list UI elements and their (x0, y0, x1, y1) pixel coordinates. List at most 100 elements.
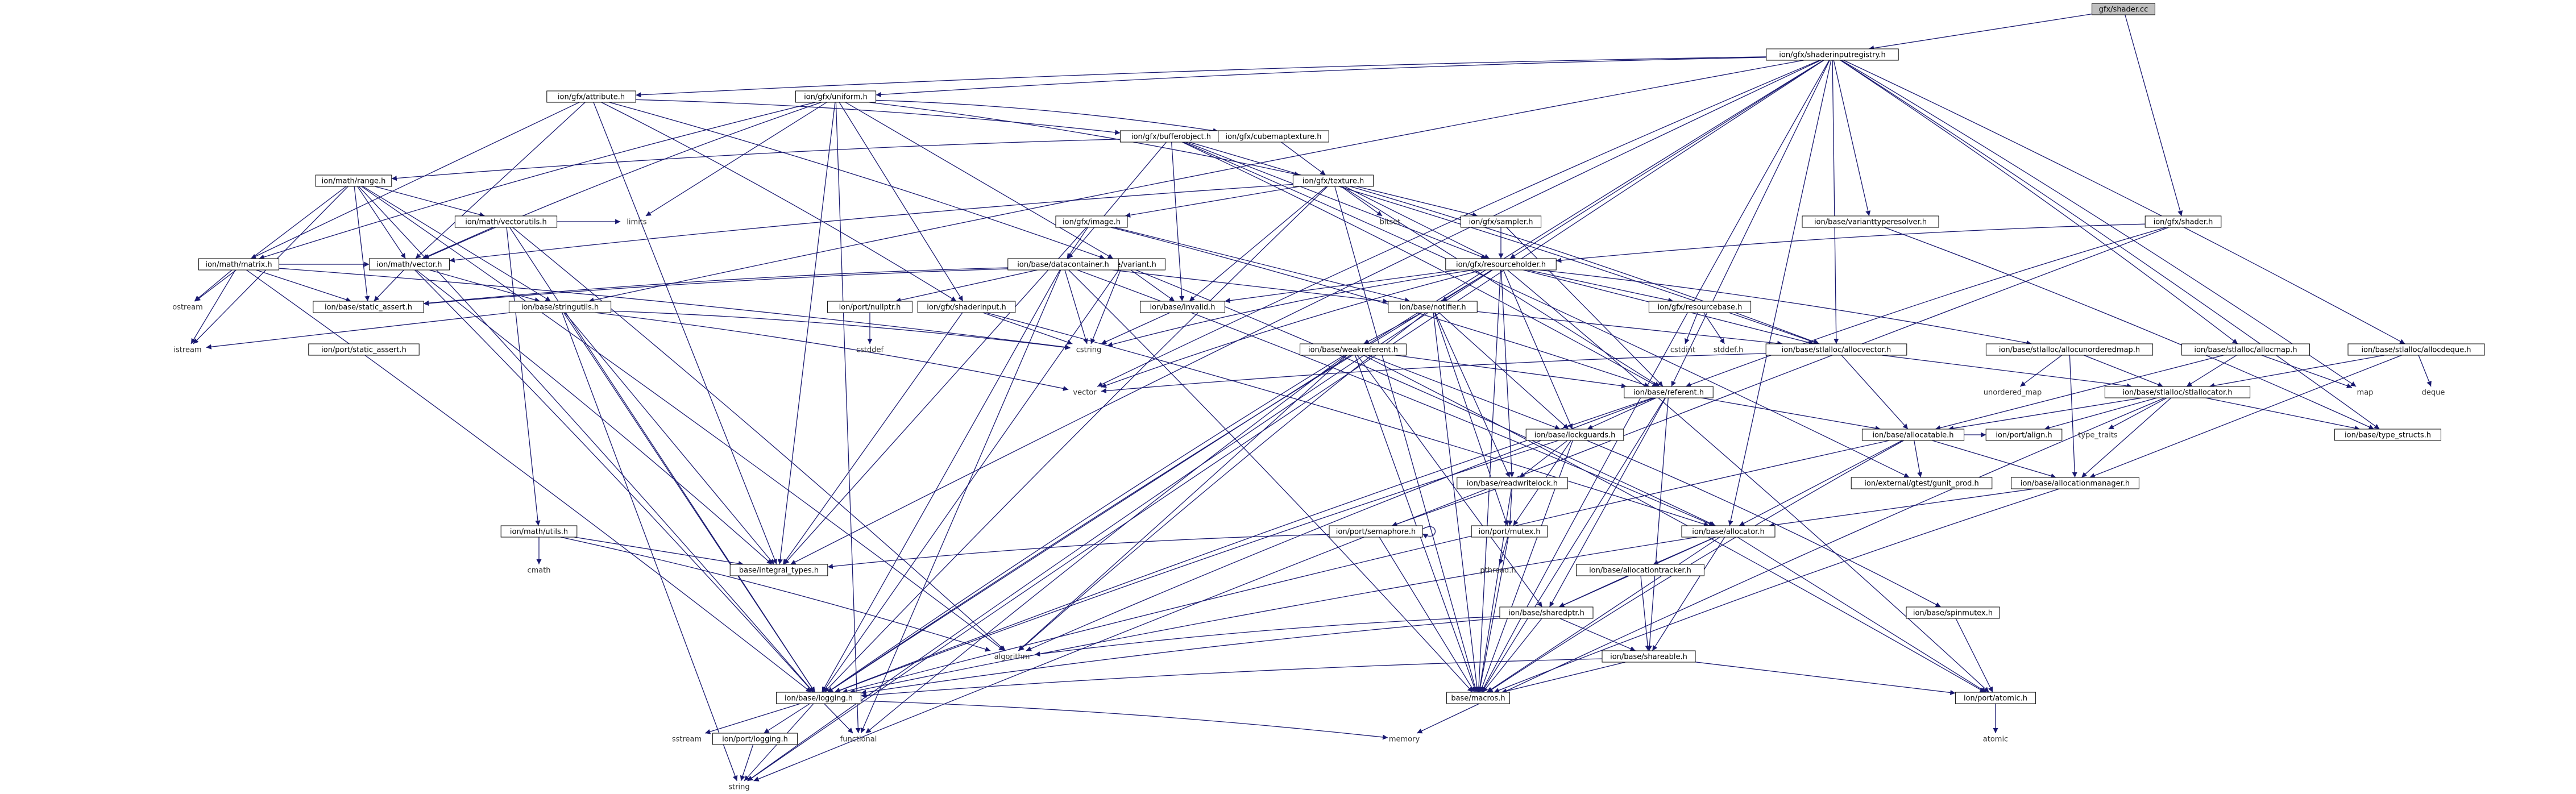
node-uniform[interactable]: ion/gfx/uniform.h (795, 90, 877, 103)
edge-referent-to-allocatable (1701, 397, 1881, 431)
node-spinmutex[interactable]: ion/base/spinmutex.h (1906, 606, 2000, 619)
node-sampler[interactable]: ion/gfx/sampler.h (1460, 215, 1542, 228)
node-bufferobject[interactable]: ion/gfx/bufferobject.h (1119, 130, 1223, 143)
node-root[interactable]: gfx/shader.cc (2092, 3, 2155, 15)
node-macros[interactable]: base/macros.h (1446, 692, 1510, 704)
node-port-static-assert[interactable]: ion/port/static_assert.h (308, 343, 420, 356)
edge-image-to-referent (1110, 227, 1650, 388)
node-box (1140, 301, 1225, 313)
edge-texture-to-macros (1334, 186, 1478, 693)
node-box (1624, 386, 1714, 398)
edge-port-logging-to-string (740, 744, 754, 781)
node-mathutils[interactable]: ion/math/utils.h (500, 525, 578, 538)
node-type-traits: type_traits (2078, 431, 2118, 440)
node-logging[interactable]: ion/base/logging.h (776, 692, 861, 704)
node-typestructs[interactable]: ion/base/type_structs.h (2334, 429, 2441, 441)
node-referent[interactable]: ion/base/referent.h (1624, 386, 1714, 398)
node-semaphore[interactable]: ion/port/semaphore.h (1329, 525, 1423, 538)
node-invalid[interactable]: ion/base/invalid.h (1140, 301, 1225, 313)
node-label: ion/base/stlalloc/stlallocator.h (2122, 389, 2232, 397)
node-label: istream (173, 346, 201, 355)
node-datacontainer[interactable]: ion/base/datacontainer.h (1007, 258, 1119, 271)
node-allocatable[interactable]: ion/base/allocatable.h (1861, 429, 1965, 441)
node-shareable[interactable]: ion/base/shareable.h (1602, 650, 1696, 663)
node-label: ion/base/type_structs.h (2345, 431, 2431, 440)
node-image[interactable]: ion/gfx/image.h (1055, 215, 1128, 228)
node-align[interactable]: ion/port/align.h (1985, 429, 2063, 441)
node-nullptr[interactable]: ion/port/nullptr.h (827, 301, 912, 313)
node-box (1446, 692, 1510, 704)
node-allocmap[interactable]: ion/base/stlalloc/allocmap.h (2181, 343, 2310, 356)
node-varianttyperesolver[interactable]: ion/base/varianttyperesolver.h (1802, 215, 1939, 228)
node-box (2011, 477, 2139, 489)
node-label: ion/port/nullptr.h (839, 304, 901, 312)
edge-shader-h-to-referent (1685, 227, 2167, 388)
node-range[interactable]: ion/math/range.h (315, 174, 392, 187)
node-label: ion/base/datacontainer.h (1017, 261, 1109, 269)
node-box (1861, 429, 1965, 441)
edge-allocationtracker-to-sharedptr (1558, 575, 1628, 608)
node-readwritelock[interactable]: ion/base/readwritelock.h (1457, 477, 1568, 489)
node-port-logging[interactable]: ion/port/logging.h (712, 733, 798, 745)
node-unordered[interactable]: ion/base/stlalloc/allocunorderedmap.h (1985, 343, 2154, 356)
node-label: ion/base/notifier.h (1399, 304, 1466, 312)
edge-allocatable-to-macros (1487, 440, 1904, 693)
node-allocationmanager[interactable]: ion/base/allocationmanager.h (2011, 477, 2139, 489)
node-resourceholder[interactable]: ion/gfx/resourceholder.h (1445, 258, 1557, 271)
node-label: ion/base/stlalloc/allocunorderedmap.h (1999, 346, 2140, 355)
node-matrix[interactable]: ion/math/matrix.h (198, 258, 280, 271)
edge-allocmap-to-stlallocator (2186, 355, 2237, 387)
node-texture[interactable]: ion/gfx/texture.h (1292, 174, 1374, 187)
edge-weakreferent-to-algorithm (1018, 355, 1347, 651)
edge-notifier-to-weakreferent (1363, 312, 1422, 344)
node-shader-h[interactable]: ion/gfx/shader.h (2144, 215, 2222, 228)
edge-semaphore-to-semaphore (1422, 526, 1436, 539)
node-weakreferent[interactable]: ion/base/weakreferent.h (1300, 343, 1407, 356)
edge-stlvector-to-vector (1101, 353, 1766, 394)
node-label: ion/port/static_assert.h (321, 346, 406, 355)
node-gtest-prod[interactable]: ion/external/gtest/gunit_prod.h (1851, 477, 1993, 489)
node-atomic-h[interactable]: ion/port/atomic.h (1955, 692, 2036, 704)
node-mutex[interactable]: ion/port/mutex.h (1471, 525, 1548, 538)
edge-datacontainer-to-nullptr (895, 269, 1038, 303)
edge-referent-to-sharedptr (1549, 397, 1666, 608)
node-box (712, 733, 798, 745)
node-label: ion/gfx/texture.h (1302, 177, 1364, 186)
node-lockguards[interactable]: ion/base/lockguards.h (1525, 429, 1624, 441)
edge-semaphore-to-macros (1379, 537, 1475, 693)
node-vectorh[interactable]: ion/math/vector.h (368, 258, 450, 271)
node-shaderinput[interactable]: ion/gfx/shaderinput.h (917, 301, 1016, 313)
node-allocator[interactable]: ion/base/allocator.h (1681, 525, 1776, 538)
node-notifier[interactable]: ion/base/notifier.h (1388, 301, 1478, 313)
node-box (1218, 130, 1329, 143)
edge-texture-to-vectorh (449, 184, 1293, 263)
node-attribute[interactable]: ion/gfx/attribute.h (546, 90, 636, 103)
edge-vectorutils-to-vectorh (422, 227, 493, 259)
edge-referent-to-macros (1481, 397, 1666, 693)
node-resourcebase[interactable]: ion/gfx/resourcebase.h (1648, 301, 1752, 313)
node-stringutils[interactable]: ion/base/stringutils.h (508, 301, 612, 313)
edge-attribute-to-shaderinput (601, 102, 957, 302)
edge-shareable-to-logging (861, 658, 1603, 699)
node-allocationtracker[interactable]: ion/base/allocationtracker.h (1576, 564, 1704, 576)
node-sir[interactable]: ion/gfx/shaderinputregistry.h (1766, 48, 1899, 61)
node-label: vector (1073, 389, 1097, 397)
node-allocdeque[interactable]: ion/base/stlalloc/allocdeque.h (2347, 343, 2485, 356)
node-stlallocator[interactable]: ion/base/stlalloc/stlallocator.h (2104, 386, 2251, 398)
node-label: map (2357, 389, 2374, 397)
node-box (1445, 258, 1557, 271)
edge-datacontainer-to-functional (860, 269, 1061, 734)
edge-weakreferent-to-referent (1395, 355, 1627, 389)
node-stlvector[interactable]: ion/base/stlalloc/allocvector.h (1765, 343, 1907, 356)
node-integral-types[interactable]: base/integral_types.h (729, 564, 828, 576)
node-sharedptr[interactable]: ion/base/sharedptr.h (1499, 606, 1594, 619)
edge-matrix-to-ostream (194, 269, 233, 302)
node-string: string (728, 783, 749, 792)
node-static-assert[interactable]: ion/base/static_assert.h (313, 301, 424, 313)
node-cubemap[interactable]: ion/gfx/cubemaptexture.h (1218, 130, 1329, 143)
edge-datacontainer-to-cstring (1064, 269, 1088, 344)
node-box (454, 215, 558, 228)
node-vectorutils[interactable]: ion/math/vectorutils.h (454, 215, 558, 228)
node-label: ion/gfx/image.h (1063, 218, 1121, 227)
